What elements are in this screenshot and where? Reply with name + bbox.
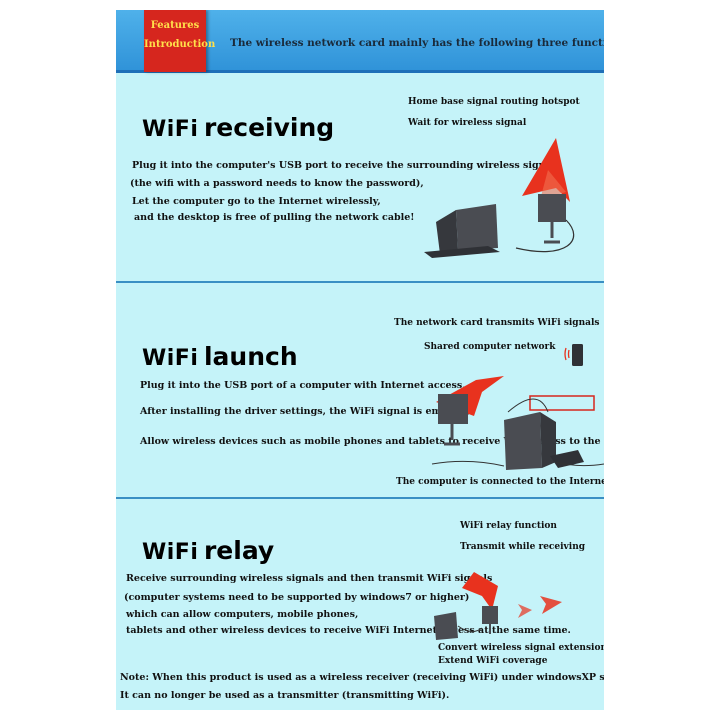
computer-tower-icon: [456, 204, 498, 250]
side-text: Home base signal routing hotspot: [408, 97, 580, 107]
bottom-text: Convert wireless signal extension: [438, 643, 604, 653]
arrow-icon: [540, 596, 562, 614]
header-text: The wireless network card mainly has the…: [230, 37, 604, 49]
arrow-icon: [518, 604, 532, 618]
body-line: (computer systems need to be supported b…: [124, 592, 470, 603]
wifi-adapter-icon: [438, 394, 468, 424]
body-line: Receive surrounding wireless signals and…: [126, 573, 493, 584]
wifi-signal-icon: [564, 347, 570, 361]
product-sheet: Features Introduction The wireless netwo…: [116, 10, 604, 710]
keyboard-icon: [550, 450, 584, 468]
body-line: and the desktop is free of pulling the n…: [134, 212, 415, 223]
title-word: launch: [203, 342, 298, 371]
header-divider: [116, 70, 604, 73]
title-wifi: WiFi: [142, 540, 199, 565]
side-text: Transmit while receiving: [460, 542, 586, 552]
computer-tower-icon: [504, 412, 542, 470]
wifi-adapter-icon: [482, 606, 498, 624]
title-wifi: WiFi: [142, 346, 199, 371]
launch-illustration: [431, 376, 604, 470]
section-title-relay: WiFi relay: [142, 536, 274, 565]
body-line: Plug it into the USB port of a computer …: [140, 380, 466, 391]
body-line: Allow wireless devices such as mobile ph…: [140, 436, 604, 447]
status-box: [529, 395, 595, 411]
body-line: Let the computer go to the Internet wire…: [132, 196, 381, 207]
section-title-receiving: WiFi receiving: [142, 113, 334, 142]
note-line: Note: When this product is used as a wir…: [120, 672, 604, 683]
receiving-illustration: [424, 138, 575, 258]
bottom-text: Extend WiFi coverage: [438, 656, 548, 666]
badge-line-2: Introduction: [144, 39, 216, 50]
body-line: After installing the driver settings, th…: [140, 406, 470, 417]
badge-line-1: Features: [150, 20, 200, 31]
relay-illustration: [434, 572, 562, 640]
phone-illustration: [564, 344, 583, 366]
title-wifi: WiFi: [142, 117, 199, 142]
bottom-text: The computer is connected to the Interne…: [396, 477, 604, 487]
body-line: which can allow computers, mobile phones…: [126, 609, 359, 620]
side-text: Wait for wireless signal: [408, 118, 527, 128]
phone-icon: [572, 344, 583, 366]
body-line: (the wifi with a password needs to know …: [130, 178, 424, 189]
wifi-adapter-icon: [538, 194, 566, 222]
section-divider: [116, 281, 604, 283]
features-badge: Features Introduction: [144, 10, 216, 72]
section-divider: [116, 497, 604, 499]
body-line: tablets and other wireless devices to re…: [126, 625, 571, 636]
computer-tower-icon: [434, 612, 458, 640]
title-word: receiving: [203, 113, 335, 142]
section-title-launch: WiFi launch: [142, 342, 298, 371]
side-text: The network card transmits WiFi signals: [394, 318, 600, 328]
side-text: WiFi relay function: [460, 521, 557, 531]
arrow-icon: [462, 572, 498, 610]
body-line: Plug it into the computer's USB port to …: [132, 160, 561, 171]
side-text: Shared computer network: [424, 342, 556, 352]
arrow-icon: [540, 170, 566, 200]
title-word: relay: [203, 536, 275, 565]
note-line: It can no longer be used as a transmitte…: [120, 690, 450, 701]
keyboard-icon: [424, 246, 500, 258]
